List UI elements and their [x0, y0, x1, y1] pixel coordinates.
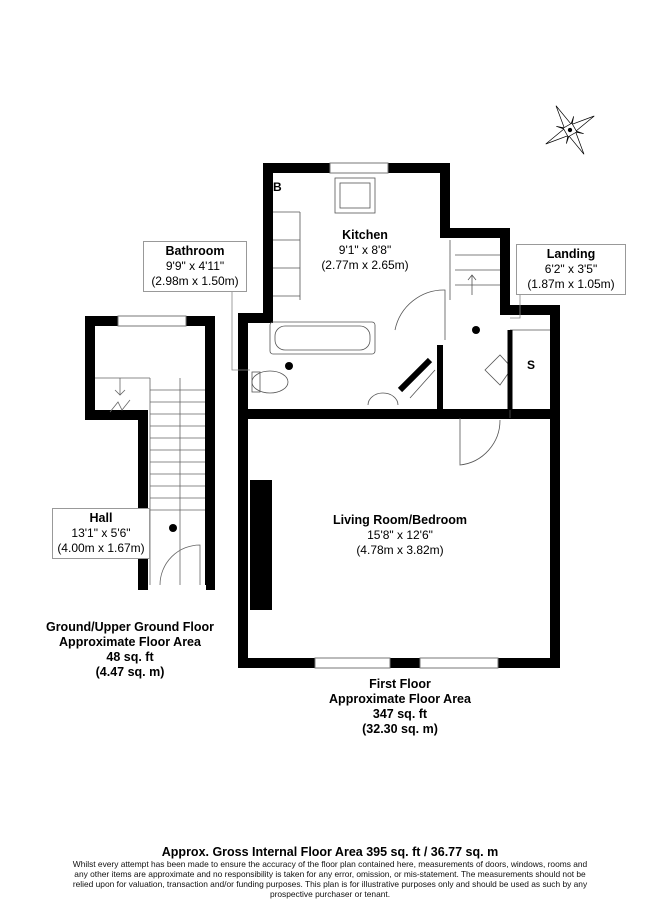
room-imperial: 15'8" x 12'6": [367, 528, 433, 542]
hall-stairs: [95, 377, 205, 586]
hall-door-opening: [150, 585, 206, 595]
hall-label: Hall 13'1" x 5'6" (4.00m x 1.67m): [52, 508, 150, 559]
room-imperial: 9'1" x 8'8": [338, 243, 392, 257]
room-imperial: 6'2" x 3'5": [544, 262, 598, 276]
floor-name: First Floor: [369, 677, 431, 691]
room-metric: (4.00m x 1.67m): [57, 541, 145, 555]
total-area: Approx. Gross Internal Floor Area 395 sq…: [161, 845, 499, 859]
floor-area-sqft: 48 sq. ft: [106, 650, 154, 664]
first-floor-walls: [238, 163, 560, 668]
room-metric: (4.78m x 3.82m): [356, 543, 444, 557]
chimney-breast: [250, 480, 272, 610]
floor-area-caption: Approximate Floor Area: [59, 635, 201, 649]
bathroom-label: Bathroom 9'9" x 4'11" (2.98m x 1.50m): [143, 241, 247, 292]
room-imperial: 13'1" x 5'6": [71, 526, 131, 540]
living-room-label: Living Room/Bedroom 15'8" x 12'6" (4.78m…: [315, 513, 485, 558]
light-point: [169, 524, 177, 532]
room-name: Hall: [89, 511, 113, 525]
first-floor-area: First Floor Approximate Floor Area 347 s…: [300, 677, 500, 737]
disclaimer: Whilst every attempt has been made to en…: [72, 859, 588, 899]
fixtures: [251, 177, 550, 466]
hall-window: [117, 315, 187, 327]
room-name: Landing: [546, 247, 596, 261]
floor-area-caption: Approximate Floor Area: [329, 692, 471, 706]
hall-walls: [85, 316, 215, 590]
bathroom-leader: [231, 276, 250, 371]
footer: Approx. Gross Internal Floor Area 395 sq…: [40, 845, 620, 899]
room-metric: (2.77m x 2.65m): [321, 258, 409, 272]
landing-label: Landing 6'2" x 3'5" (1.87m x 1.05m): [516, 244, 626, 295]
compass-rose-icon: [545, 105, 595, 155]
ground-floor-area: Ground/Upper Ground Floor Approximate Fl…: [30, 620, 230, 680]
light-point: [285, 362, 293, 370]
floor-name: Ground/Upper Ground Floor: [45, 620, 215, 634]
living-window-left: [314, 657, 391, 669]
kitchen-window: [329, 162, 389, 174]
room-metric: (1.87m x 1.05m): [527, 277, 615, 291]
boiler-marker: B: [273, 180, 282, 194]
storage-marker: S: [527, 358, 536, 372]
room-name: Living Room/Bedroom: [332, 513, 468, 527]
floor-area-sqm: (4.47 sq. m): [95, 665, 165, 679]
floor-area-sqft: 347 sq. ft: [372, 707, 428, 721]
living-window-right: [419, 657, 499, 669]
bathroom-partition: [397, 345, 443, 410]
room-name: Kitchen: [342, 228, 388, 242]
light-point: [472, 326, 480, 334]
floor-area-sqm: (32.30 sq. m): [362, 722, 438, 736]
kitchen-label: Kitchen 9'1" x 8'8" (2.77m x 2.65m): [295, 228, 435, 273]
room-metric: (2.98m x 1.50m): [151, 274, 239, 288]
room-imperial: 9'9" x 4'11": [165, 259, 225, 273]
room-name: Bathroom: [165, 244, 225, 258]
